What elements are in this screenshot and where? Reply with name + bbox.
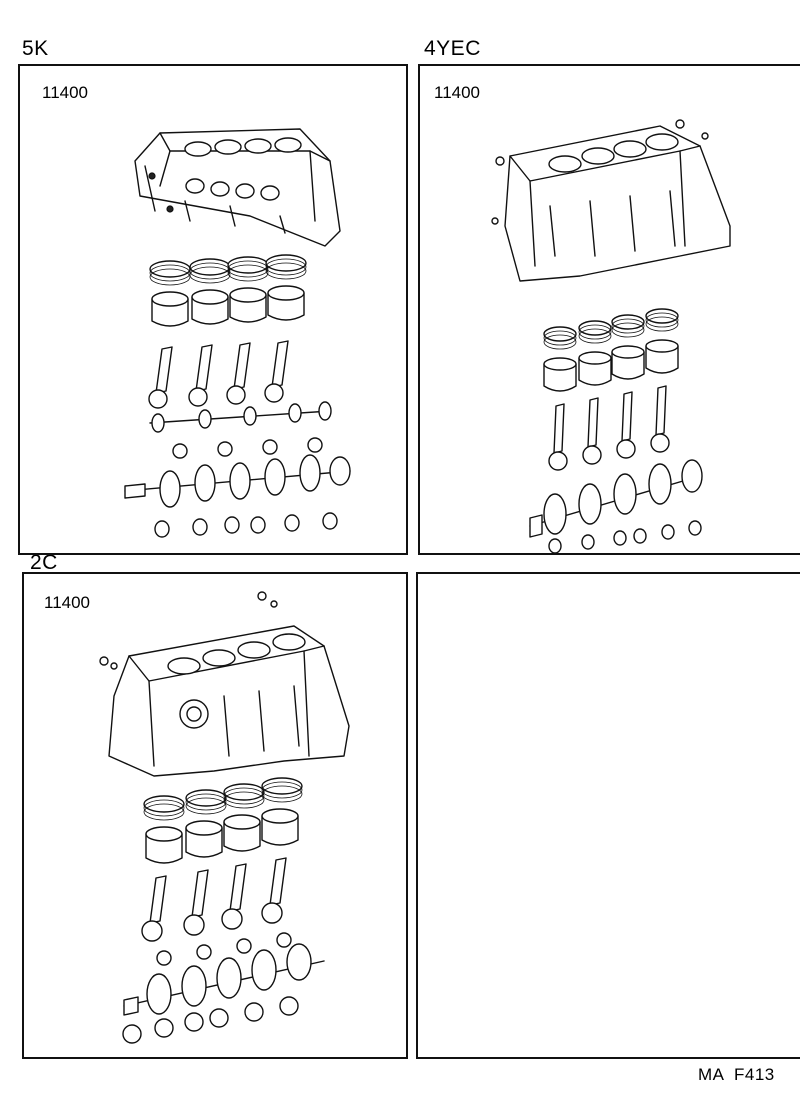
catalog-page-code: MA F413 <box>698 1065 775 1084</box>
engine-label-2c: 2C <box>30 551 58 574</box>
part-number-2c[interactable]: 11400 <box>44 593 91 612</box>
part-number-5k[interactable]: 11400 <box>42 83 89 102</box>
panel-2c: 11400 <box>22 572 408 1059</box>
short-block-illustration-2c <box>99 591 350 1044</box>
engine-label-5k: 5K <box>22 37 49 60</box>
short-block-illustration-4yec <box>491 119 731 554</box>
panel-4yec: 11400 <box>418 64 800 555</box>
panel-5k: 11400 <box>18 64 408 555</box>
engine-label-4yec: 4YEC <box>424 37 481 60</box>
part-number-4yec[interactable]: 11400 <box>434 83 481 102</box>
panel-empty <box>416 572 800 1059</box>
short-block-illustration-5k <box>124 128 351 538</box>
